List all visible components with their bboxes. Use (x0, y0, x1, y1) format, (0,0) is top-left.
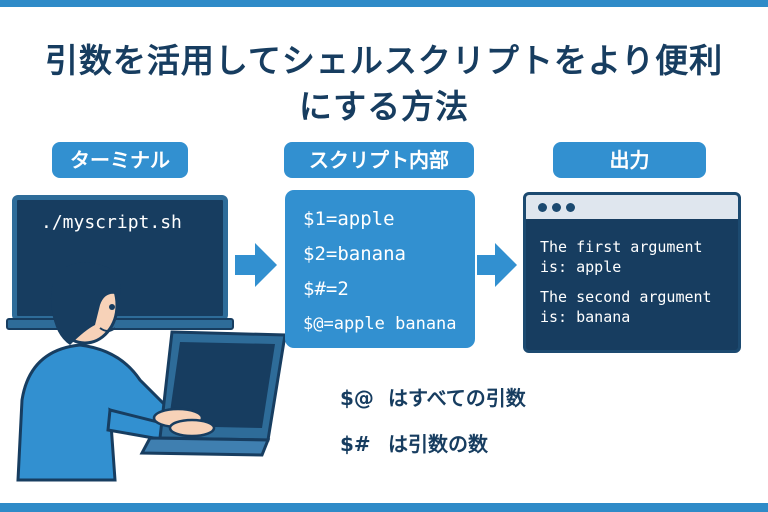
script-line: $1=apple (303, 208, 395, 230)
label-script: スクリプト内部 (284, 142, 474, 178)
label-output: 出力 (553, 142, 706, 178)
output-line: is: banana (540, 308, 631, 326)
note-arg-count: $# は引数の数 (340, 428, 488, 457)
note-var: $# (340, 432, 371, 456)
title-line-1: 引数を活用してシェルスクリプトをより便利 (44, 41, 724, 80)
person-with-laptop-illustration (16, 262, 287, 482)
script-variables-box: $1=apple $2=banana $#=2 $@=apple banana (285, 190, 475, 348)
terminal-command: ./myscript.sh (41, 212, 182, 233)
window-dot-icon (538, 202, 547, 212)
top-stripe (0, 0, 768, 7)
script-line: $@=apple banana (303, 314, 457, 334)
title-line-2: にする方法 (298, 87, 470, 126)
bottom-stripe (0, 503, 768, 512)
arrow-right-icon (477, 243, 517, 287)
script-line: $#=2 (303, 278, 349, 300)
label-terminal: ターミナル (52, 142, 188, 178)
output-line: The first argument (540, 238, 703, 256)
note-var: $@ (340, 386, 374, 410)
terminal-monitor: ./myscript.sh (12, 195, 228, 321)
output-window: The first argument is: apple The second a… (523, 192, 741, 353)
window-dot-icon (566, 202, 575, 212)
script-line: $2=banana (303, 243, 406, 265)
window-dot-icon (552, 202, 561, 212)
output-line: The second argument (540, 288, 712, 306)
note-desc: はすべての引数 (388, 386, 526, 410)
arrow-right-icon (235, 243, 277, 287)
note-desc: は引数の数 (388, 432, 488, 456)
window-titlebar (526, 195, 738, 219)
output-line: is: apple (540, 258, 622, 276)
note-all-args: $@ はすべての引数 (340, 382, 526, 411)
